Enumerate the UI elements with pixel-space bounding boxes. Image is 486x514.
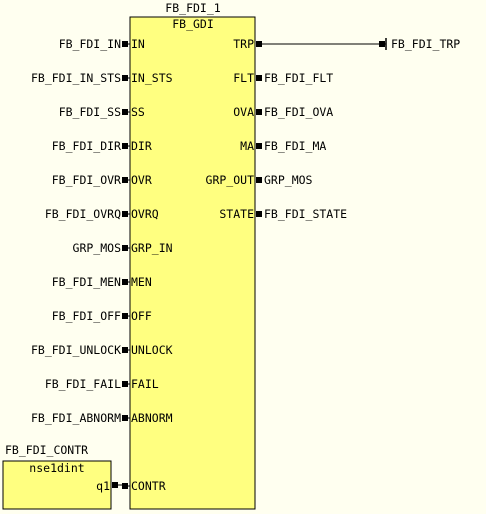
sub-block-instance-name: FB_FDI_CONTR: [5, 443, 88, 457]
sub-block[interactable]: FB_FDI_CONTR nse1dint q1: [2, 443, 126, 510]
output-signal-label: GRP_MOS: [264, 173, 313, 187]
input-signal-label: FB_FDI_IN: [59, 37, 121, 51]
input-pin-label: IN_STS: [131, 71, 173, 85]
output-pin-ma[interactable]: MA FB_FDI_MA: [240, 139, 326, 153]
input-pin-marker[interactable]: [122, 75, 128, 81]
input-pin-in[interactable]: IN FB_FDI_IN: [59, 37, 145, 51]
input-pin-marker[interactable]: [122, 415, 128, 421]
input-pin-label: GRP_IN: [131, 241, 173, 255]
input-pin-fail[interactable]: FAIL FB_FDI_FAIL: [45, 377, 159, 391]
sub-block-body[interactable]: [2, 460, 112, 510]
main-block-type-name: FB_GDI: [172, 17, 214, 31]
input-pin-marker[interactable]: [122, 245, 128, 251]
output-pin-label: GRP_OUT: [206, 173, 255, 187]
input-pin-label: MEN: [131, 275, 152, 289]
input-signal-label: FB_FDI_OVR: [52, 173, 121, 187]
input-signal-label: FB_FDI_MEN: [52, 275, 121, 289]
input-signal-label: FB_FDI_SS: [59, 105, 121, 119]
output-signal-label: FB_FDI_FLT: [264, 71, 333, 85]
output-pin-label: OVA: [233, 105, 254, 119]
input-signal-label: FB_FDI_ABNORM: [31, 411, 121, 425]
input-pin-in-sts[interactable]: IN_STS FB_FDI_IN_STS: [31, 71, 173, 85]
main-block-instance-name: FB_FDI_1: [165, 1, 220, 15]
output-pin-label: STATE: [219, 207, 254, 221]
input-pin-ss[interactable]: SS FB_FDI_SS: [59, 105, 145, 119]
output-pin-label: MA: [240, 139, 254, 153]
input-signal-label: GRP_MOS: [73, 241, 122, 255]
input-pin-unlock[interactable]: UNLOCK FB_FDI_UNLOCK: [31, 343, 173, 357]
input-pin-marker[interactable]: [122, 381, 128, 387]
output-pin-flt[interactable]: FLT FB_FDI_FLT: [233, 71, 333, 85]
input-pin-marker[interactable]: [122, 177, 128, 183]
input-pin-grp-in[interactable]: GRP_IN GRP_MOS: [73, 241, 173, 255]
main-block-outputs: TRP FB_FDI_TRP FLT FB_FDI_FLT OVA FB_FDI_OVA M…: [206, 37, 461, 221]
input-pin-label: FAIL: [131, 377, 159, 391]
input-signal-label: FB_FDI_FAIL: [45, 377, 121, 391]
input-signal-label: FB_FDI_IN_STS: [31, 71, 121, 85]
input-pin-label: CONTR: [131, 479, 166, 493]
input-pin-label: UNLOCK: [131, 343, 173, 357]
main-block-body[interactable]: [129, 16, 256, 510]
input-pin-marker[interactable]: [122, 109, 128, 115]
output-pin-marker[interactable]: [256, 41, 262, 47]
input-pin-contr[interactable]: CONTR: [122, 479, 166, 493]
output-pin-marker[interactable]: [256, 211, 262, 217]
output-pin-marker[interactable]: [256, 109, 262, 115]
input-signal-label: FB_FDI_OFF: [52, 309, 121, 323]
main-block[interactable]: FB_FDI_1 FB_GDI: [129, 1, 256, 510]
input-pin-ovrq[interactable]: OVRQ FB_FDI_OVRQ: [45, 207, 159, 221]
output-signal-label: FB_FDI_TRP: [391, 37, 460, 51]
input-pin-marker[interactable]: [122, 211, 128, 217]
input-pin-label: ABNORM: [131, 411, 173, 425]
sub-block-output-pin: q1: [96, 479, 110, 493]
input-pin-marker[interactable]: [122, 41, 128, 47]
output-signal-label: FB_FDI_STATE: [264, 207, 347, 221]
output-pin-state[interactable]: STATE FB_FDI_STATE: [219, 207, 347, 221]
output-pin-grp-out[interactable]: GRP_OUT GRP_MOS: [206, 173, 313, 187]
main-block-inputs: IN FB_FDI_IN IN_STS FB_FDI_IN_STS SS FB_FDI_S…: [31, 37, 173, 493]
sub-block-output-pin-marker[interactable]: [112, 482, 118, 488]
input-pin-label: DIR: [131, 139, 152, 153]
input-pin-marker[interactable]: [122, 279, 128, 285]
input-pin-dir[interactable]: DIR FB_FDI_DIR: [52, 139, 152, 153]
input-pin-label: OVRQ: [131, 207, 159, 221]
output-pin-label: FLT: [233, 71, 254, 85]
input-pin-off[interactable]: OFF FB_FDI_OFF: [52, 309, 152, 323]
input-pin-label: SS: [131, 105, 145, 119]
output-pin-marker[interactable]: [256, 177, 262, 183]
output-pin-trp[interactable]: TRP FB_FDI_TRP: [233, 37, 460, 51]
output-signal-label: FB_FDI_OVA: [264, 105, 333, 119]
input-pin-label: OVR: [131, 173, 152, 187]
input-signal-label: FB_FDI_DIR: [52, 139, 121, 153]
input-pin-label: IN: [131, 37, 145, 51]
input-signal-label: FB_FDI_OVRQ: [45, 207, 121, 221]
output-pin-marker[interactable]: [256, 143, 262, 149]
input-pin-marker[interactable]: [122, 143, 128, 149]
input-pin-marker[interactable]: [122, 347, 128, 353]
output-connector-marker[interactable]: [379, 41, 385, 47]
output-pin-marker[interactable]: [256, 75, 262, 81]
sub-block-type-name: nse1dint: [29, 461, 84, 475]
input-pin-men[interactable]: MEN FB_FDI_MEN: [52, 275, 152, 289]
input-pin-marker[interactable]: [122, 483, 128, 489]
input-signal-label: FB_FDI_UNLOCK: [31, 343, 121, 357]
input-pin-ovr[interactable]: OVR FB_FDI_OVR: [52, 173, 152, 187]
input-pin-label: OFF: [131, 309, 152, 323]
output-pin-ova[interactable]: OVA FB_FDI_OVA: [233, 105, 333, 119]
input-pin-marker[interactable]: [122, 313, 128, 319]
output-signal-label: FB_FDI_MA: [264, 139, 326, 153]
output-pin-label: TRP: [233, 37, 254, 51]
input-pin-abnorm[interactable]: ABNORM FB_FDI_ABNORM: [31, 411, 173, 425]
